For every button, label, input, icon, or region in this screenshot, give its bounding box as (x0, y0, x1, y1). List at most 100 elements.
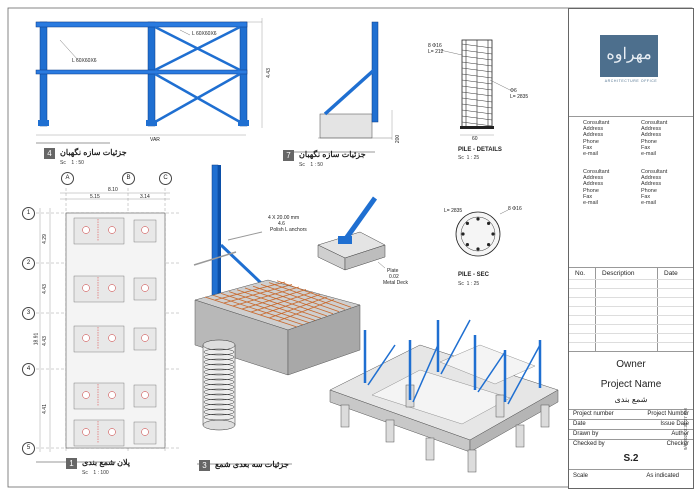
pile-cap (73, 325, 125, 353)
contact-line: Address (583, 132, 604, 139)
scale-label: Sc (458, 281, 464, 287)
rebar-dot (491, 232, 495, 236)
owner-name: Owner (616, 359, 646, 370)
contact-line: Address (641, 126, 662, 133)
pile-marker (141, 428, 149, 436)
pile-details-drawing (439, 39, 511, 136)
view-number: 4 (44, 148, 55, 159)
dimension-label: 60 (472, 136, 478, 142)
dimension-label: 8.10 (108, 187, 118, 193)
revision-row (569, 324, 693, 325)
pile-cap (73, 275, 125, 303)
rebar-line (228, 291, 316, 321)
stirrup-line (461, 61, 493, 67)
spiral-tie (203, 348, 235, 356)
revision-row (569, 279, 693, 280)
rebar-dot (476, 217, 480, 221)
pile-marker (108, 391, 116, 399)
pile-marker (108, 284, 116, 292)
contact-line: Consultant (641, 120, 668, 126)
pile-marker (141, 226, 149, 234)
dimension-label: 4.41 (41, 404, 48, 414)
rebar-dot (465, 243, 469, 247)
stirrup-line (461, 103, 493, 109)
view-title: پلان شمع بندی (82, 458, 131, 467)
scale-label: Sc (458, 155, 464, 161)
pile-cap (73, 419, 125, 447)
grid-bubble: 2 (22, 257, 35, 270)
spiral-tie (203, 363, 235, 371)
revision-row (569, 333, 693, 334)
dimension-label: 200 (395, 134, 402, 144)
detail-title: PILE - DETAILS (458, 147, 502, 153)
scale-value: 1 : 100 (93, 470, 109, 476)
member-tag: L 60X60X6 (192, 31, 217, 37)
pile-3d (425, 437, 435, 461)
scale-label: Sc (60, 160, 66, 166)
pile-section-drawing (455, 209, 509, 257)
stirrup-line (461, 97, 493, 103)
spiral-tie (203, 388, 235, 396)
stirrup-line (461, 91, 493, 97)
spiral-tie (203, 378, 235, 386)
plate-label: Metal Deck (383, 280, 409, 286)
spiral-tie (203, 403, 235, 411)
field-value: Checker (666, 441, 689, 447)
rebar-line (214, 281, 286, 301)
contact-line: e-mail (641, 151, 656, 158)
print-timestamp: 9/6/2024 3:35:27 PM (683, 408, 688, 450)
rebar-line (259, 294, 321, 316)
rebar-label: 8 Φ16 (428, 43, 442, 49)
contact-line: Consultant (583, 120, 610, 126)
view-number: 3 (199, 460, 210, 471)
grid-bubble: C (159, 172, 172, 185)
stirrup-line (461, 79, 493, 85)
view-number: 7 (283, 150, 294, 161)
contact-line: Address (641, 175, 662, 182)
grid-bubble: 4 (22, 363, 35, 376)
contact-line: Phone (583, 187, 599, 194)
stirrup-line (461, 109, 493, 115)
pile-3d (515, 424, 525, 448)
rebar-line (268, 296, 328, 319)
anchor-label: 4.6 (278, 221, 285, 227)
pile-cap (73, 382, 125, 410)
pile-marker (141, 391, 149, 399)
spiral-tie (203, 413, 235, 421)
scale-value: 1 : 50 (310, 162, 323, 168)
rebar-dot (461, 232, 465, 236)
contact-line: Fax (583, 193, 593, 200)
contact-line: Address (583, 126, 604, 133)
dimension-label: 3.14 (140, 194, 150, 200)
pile-marker (108, 226, 116, 234)
office-logo: مهراوه (600, 35, 658, 77)
spiral-tie (203, 383, 235, 391)
sheet-number: S.2 (623, 453, 639, 464)
field-value: Project Number (647, 411, 689, 417)
scale-label: Sc (82, 470, 88, 476)
field-label: Checked by (573, 441, 605, 447)
logo-mark: مهراوه (606, 44, 652, 63)
stirrup-line (461, 67, 493, 73)
dimension-label: 4.43 (265, 68, 272, 78)
project-name: Project Name (600, 379, 662, 390)
rebar-dot (476, 247, 480, 251)
stirrup-line (461, 43, 493, 49)
revision-row (569, 342, 693, 343)
contact-line: Phone (641, 187, 657, 194)
dimension-total: 18.91 (33, 332, 40, 346)
field-value: Issue Date (660, 421, 689, 427)
sheet-name: شمع بندی (614, 395, 648, 404)
revision-desc-header: Description (602, 270, 635, 277)
revision-row (569, 306, 693, 307)
rebar-dot (487, 243, 491, 247)
field-label: Date (573, 421, 586, 427)
pile-marker (108, 334, 116, 342)
contact-line: Phone (583, 138, 599, 145)
rebar-line (236, 289, 322, 319)
spiral-tie (203, 398, 235, 406)
guard-side-section (318, 21, 393, 140)
dimension-label: 5.15 (90, 194, 100, 200)
